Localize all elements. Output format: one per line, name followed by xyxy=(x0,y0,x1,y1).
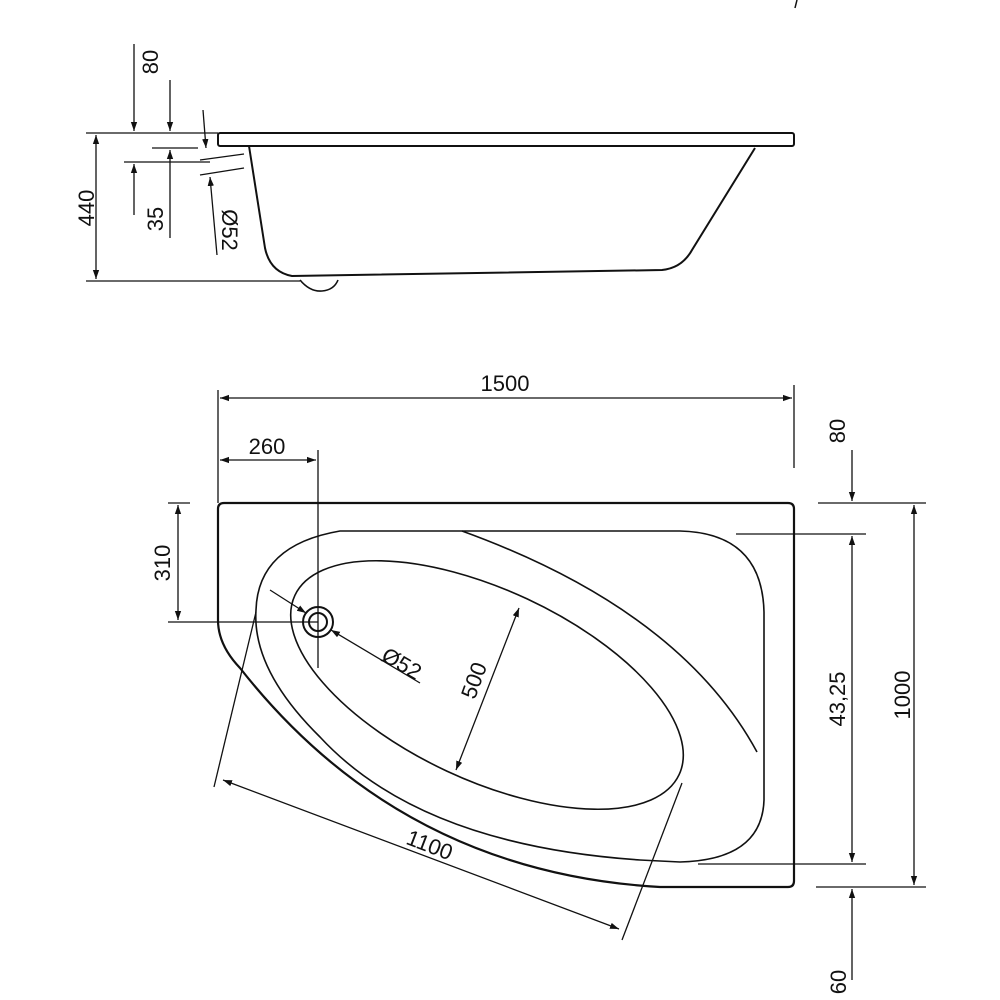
dimension-label-1100: 1100 xyxy=(403,825,456,865)
tub-inner-edge xyxy=(461,530,758,753)
dimension-line-dia52 xyxy=(269,589,307,614)
dimension-label-1000: 1000 xyxy=(890,671,915,720)
overflow-marker xyxy=(199,167,245,176)
dimension-label-80: 80 xyxy=(138,50,163,74)
edge-mark xyxy=(794,0,798,9)
side-view: 80 440 35 Ø52 xyxy=(74,44,795,292)
dimension-label-4325: 43,25 xyxy=(825,671,850,726)
dimension-label-440: 440 xyxy=(74,190,99,227)
dimension-label-80: 80 xyxy=(825,419,850,443)
tub-outer-outline xyxy=(216,501,796,889)
overflow-marker xyxy=(199,153,245,161)
tub-basin-ellipse xyxy=(289,559,685,811)
tub-rim xyxy=(217,132,795,147)
dimension-label-310: 310 xyxy=(150,545,175,582)
dimension-line-dia52 xyxy=(202,109,209,149)
dimension-line-1100 xyxy=(222,779,620,930)
dimension-label-dia52: Ø52 xyxy=(377,642,426,684)
dimension-label-60: 60 xyxy=(826,970,851,994)
dimension-label-500: 500 xyxy=(456,659,492,702)
dimension-line-dia52 xyxy=(330,629,421,684)
dimension-label-1500: 1500 xyxy=(481,371,530,396)
dimension-label-dia52: Ø52 xyxy=(217,209,242,251)
top-view: 1500 260 310 80 Ø52 500 43,25 1000 1100 … xyxy=(150,371,926,994)
tub-rim-inner xyxy=(255,530,765,863)
dimension-line-dia52 xyxy=(207,176,218,256)
dimension-label-260: 260 xyxy=(249,434,286,459)
dimension-line-500 xyxy=(455,607,520,771)
dimension-label-35: 35 xyxy=(143,207,168,231)
extension-line xyxy=(213,611,257,788)
tub-body-profile xyxy=(248,145,756,278)
drain-outlet xyxy=(299,279,339,292)
extension-line xyxy=(621,782,683,941)
